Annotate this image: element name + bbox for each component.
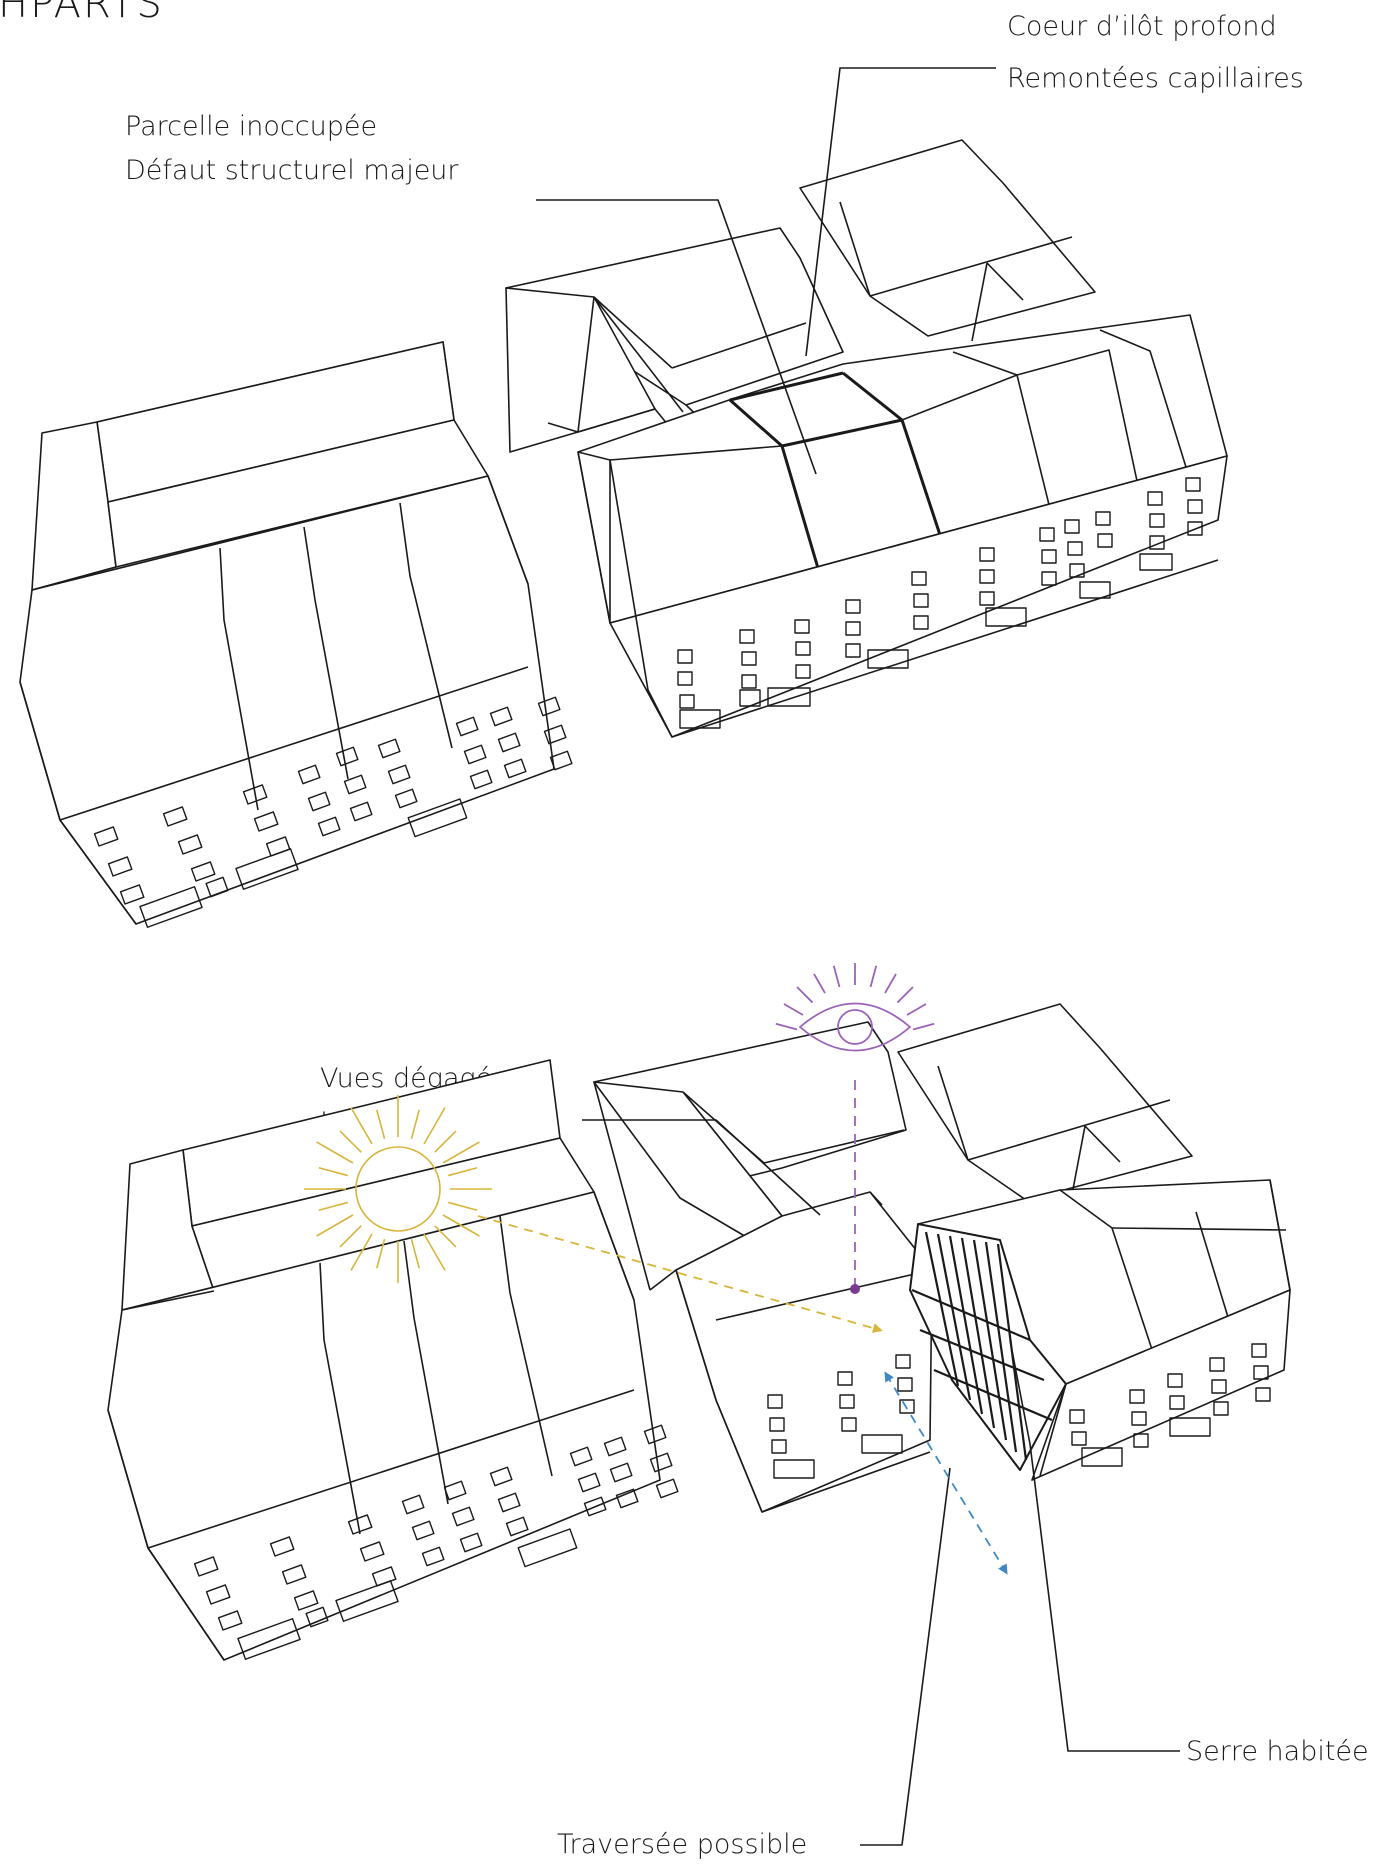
bottom-left-block — [108, 1060, 678, 1660]
back-roof — [800, 140, 1095, 336]
eyelash — [885, 974, 896, 993]
top-left-block — [20, 342, 572, 927]
front-gable-block — [676, 1192, 932, 1512]
bottom-diagram — [108, 1004, 1290, 1845]
leader-traversee — [860, 1468, 950, 1845]
eyelash — [897, 987, 913, 1003]
top-right-block — [506, 140, 1227, 737]
eyelash — [907, 1004, 926, 1015]
bottom-right-block — [898, 1004, 1290, 1480]
eyelash — [784, 1004, 803, 1015]
eyelash — [871, 966, 877, 987]
top-diagram — [20, 68, 1227, 927]
eyelash — [797, 987, 813, 1003]
view-dot — [850, 1284, 860, 1294]
eyelash — [913, 1024, 934, 1030]
eyelash — [834, 966, 840, 987]
eyelash — [776, 1024, 797, 1030]
eyelash — [814, 974, 825, 993]
